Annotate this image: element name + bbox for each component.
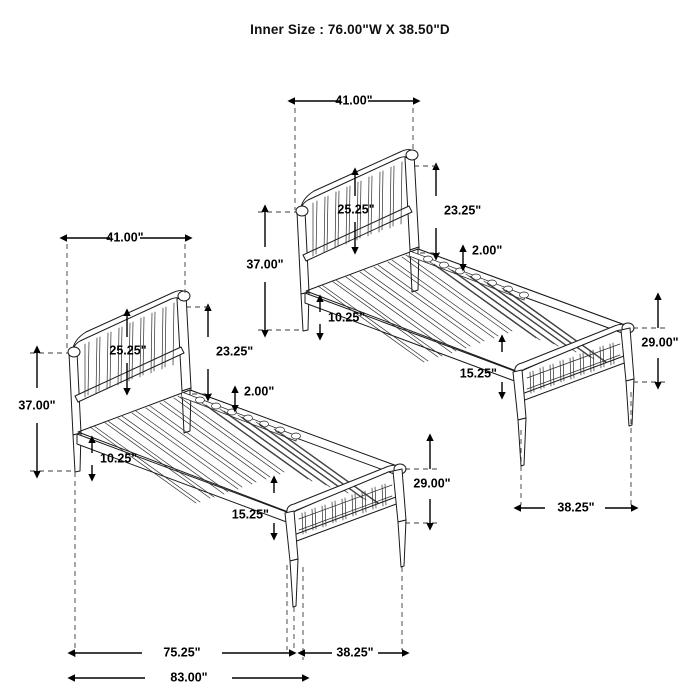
dim-29-lower: 29.00" — [413, 476, 450, 490]
footboard-brace-a-upper — [526, 343, 621, 379]
footboard-upper — [512, 322, 635, 467]
side-rail-far-upper — [417, 248, 626, 335]
dimensions-upper: 41.00" 23.25" 25.25" 37.00" — [246, 93, 678, 514]
center-beam-lower — [180, 391, 298, 442]
headboard-left-post-lower — [68, 351, 82, 436]
dim-37-lower: 37.00" — [18, 398, 55, 412]
headboard-finial-right-lower — [177, 290, 191, 302]
footboard-left-leg-upper — [517, 417, 527, 467]
side-rail-far-lower — [189, 389, 398, 476]
footboard-brace-b-lower — [298, 495, 393, 531]
footboard-left-leg-lower — [289, 558, 299, 608]
footboard-left-post-upper — [512, 369, 527, 421]
footboard-right-post-lower — [392, 468, 407, 523]
center-beam-upper — [408, 250, 526, 301]
bed-view-upper-right: 41.00" 23.25" 25.25" 37.00" — [246, 93, 678, 514]
dim-2325-upper: 23.25" — [444, 203, 481, 217]
headboard-spindles-upper — [312, 161, 403, 257]
headboard-lower-rail-upper — [302, 205, 413, 262]
footboard-left-post-lower — [284, 510, 299, 562]
dimensions-lower: 41.00" 23.25" 25.25" 37.00" — [18, 230, 450, 684]
headboard-spindles-lower — [84, 302, 175, 398]
bed-frame-lower — [76, 389, 398, 525]
footboard-brace-a-lower — [298, 484, 393, 520]
footboard-right-leg-lower — [397, 519, 407, 568]
dim-41-upper: 41.00" — [335, 93, 372, 107]
bed-slats-lower — [89, 395, 385, 508]
dim-37-upper: 37.00" — [246, 257, 283, 271]
dim-1025-upper: 10.25" — [328, 310, 365, 324]
dim-7525-lower: 75.25" — [163, 645, 200, 659]
dim-200-lower: 2.00" — [244, 384, 274, 398]
headboard-lower — [67, 290, 192, 473]
headboard-right-post-lower — [176, 294, 192, 392]
dim-1525-upper: 15.25" — [460, 366, 497, 380]
headboard-left-post-upper — [296, 210, 310, 295]
bed-view-lower-left: 41.00" 23.25" 25.25" 37.00" — [18, 230, 450, 684]
dim-41-lower: 41.00" — [106, 230, 143, 244]
dim-2325-lower: 23.25" — [216, 344, 253, 358]
dim-200-upper: 2.00" — [472, 243, 502, 257]
headboard-lower-rail-lower — [74, 346, 185, 403]
dim-8300-lower: 83.00" — [170, 670, 207, 684]
dim-2525-upper: 25.25" — [337, 202, 374, 216]
footboard-lower — [284, 463, 407, 608]
dim-3825-upper: 38.25" — [557, 500, 594, 514]
dim-1025-lower: 10.25" — [100, 451, 137, 465]
headboard-right-post-upper — [404, 153, 420, 251]
footboard-right-post-upper — [620, 327, 635, 382]
dim-3825-lower: 38.25" — [336, 645, 373, 659]
dim-2525-lower: 25.25" — [109, 343, 146, 357]
footboard-spindles-upper — [529, 342, 615, 394]
footboard-brace-b-upper — [526, 354, 621, 390]
footboard-spindles-lower — [301, 483, 387, 535]
headboard-finial-left-upper — [295, 205, 309, 217]
headboard-finial-right-upper — [405, 149, 419, 161]
dim-29-upper: 29.00" — [641, 335, 678, 349]
footboard-right-leg-upper — [625, 378, 635, 427]
bed-frame-upper — [304, 248, 626, 384]
dim-1525-lower: 15.25" — [232, 507, 269, 521]
page-title: Inner Size : 76.00"W X 38.50"D — [250, 22, 450, 37]
headboard-finial-left-lower — [67, 346, 81, 358]
